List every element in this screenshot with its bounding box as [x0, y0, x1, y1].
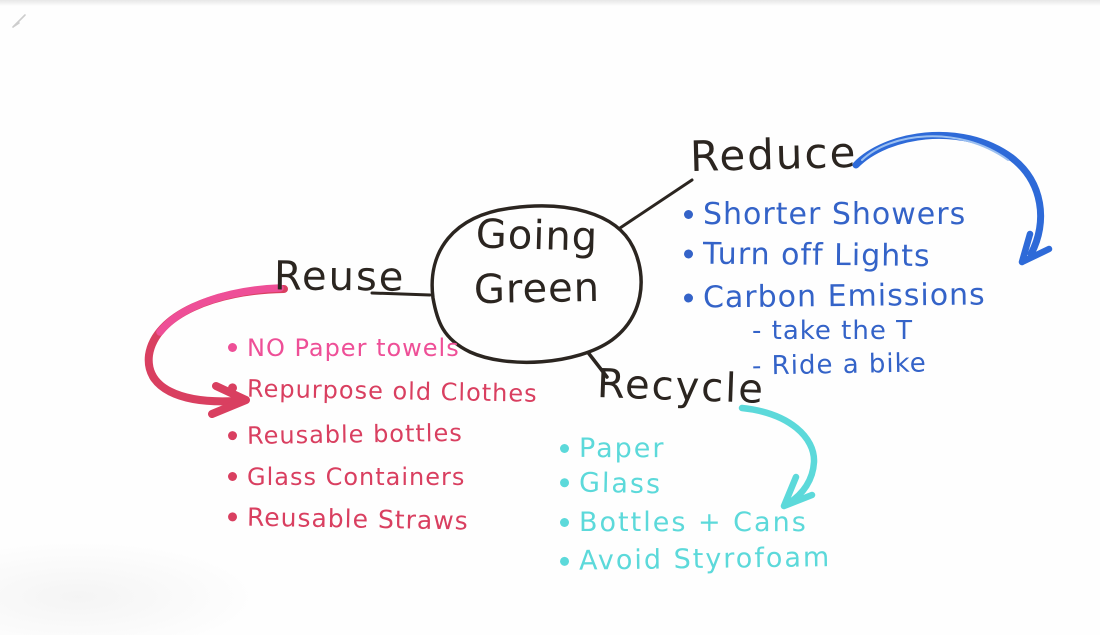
- bullet-icon: [227, 383, 238, 393]
- list-item-label: Reusable bottles: [246, 418, 463, 450]
- list-item-label: Reusable Straws: [246, 502, 469, 536]
- curved-arrow-reuse-icon: [144, 284, 288, 418]
- list-item: Shorter Showers: [684, 194, 986, 235]
- list-item: Avoid Styrofoam: [559, 539, 832, 580]
- connector-line-reduce: [618, 178, 694, 230]
- list-item-label: NO Paper towels: [247, 333, 460, 362]
- list-item-label: Paper: [579, 433, 666, 464]
- topic-label-reduce: Reduce: [689, 127, 858, 182]
- bullet-icon: [228, 343, 237, 352]
- list-item-label: Avoid Styrofoam: [578, 542, 832, 577]
- bullet-icon: [684, 210, 693, 219]
- center-title-line1: Going: [475, 211, 599, 261]
- topic-label-reuse: Reuse: [273, 253, 406, 301]
- curved-arrow-reduce-icon: [852, 131, 1053, 266]
- reduce-item-list: Shorter Showers Turn off Lights Carbon E…: [683, 194, 986, 318]
- list-subitem: - Ride a bike: [752, 346, 927, 383]
- bullet-icon: [227, 431, 238, 441]
- bullet-icon: [559, 478, 570, 488]
- recycle-item-list: Paper Glass Bottles + Cans Avoid Styrofo…: [559, 430, 832, 580]
- bullet-icon: [559, 556, 570, 566]
- curved-arrow-recycle-icon: [738, 404, 818, 510]
- list-item: Turn off Lights: [683, 233, 986, 277]
- bullet-icon: [683, 249, 694, 259]
- list-item: Bottles + Cans: [560, 504, 831, 541]
- reuse-item-list: NO Paper towels Repurpose old Clothes Re…: [227, 326, 538, 543]
- list-item: Glass: [559, 464, 832, 507]
- list-item-label: Turn off Lights: [702, 236, 931, 275]
- list-item-label: Glass Containers: [247, 462, 466, 491]
- bullet-icon: [560, 518, 569, 527]
- center-title-line2: Green: [473, 264, 601, 313]
- topic-label-recycle: Recycle: [596, 361, 766, 413]
- bullet-icon: [228, 472, 237, 481]
- center-node-oval: [430, 204, 643, 365]
- list-item-label: Shorter Showers: [703, 197, 967, 232]
- bullet-icon: [683, 293, 694, 303]
- list-item: Paper: [560, 430, 831, 467]
- reduce-subitem-list: - take the T - Ride a bike: [752, 314, 927, 382]
- list-item: Glass Containers: [228, 455, 538, 498]
- bullet-icon: [227, 512, 238, 522]
- list-item-label: Bottles + Cans: [579, 507, 808, 538]
- scratch-mark: [12, 14, 26, 28]
- list-item: Repurpose old Clothes: [227, 366, 538, 414]
- list-item: Reusable bottles: [227, 410, 538, 457]
- list-subitem-label: - Ride a bike: [751, 348, 928, 382]
- list-item-label: Repurpose old Clothes: [246, 374, 538, 408]
- list-item: Reusable Straws: [227, 495, 538, 543]
- bullet-icon: [560, 444, 569, 453]
- list-item-label: Carbon Emissions: [702, 277, 986, 316]
- center-node: Going Green: [462, 210, 612, 316]
- list-subitem: - take the T: [752, 314, 927, 348]
- list-subitem-label: - take the T: [752, 316, 913, 346]
- connector-line-reuse: [370, 291, 432, 297]
- list-item-label: Glass: [578, 467, 663, 501]
- list-item: NO Paper towels: [228, 326, 538, 369]
- list-item: Carbon Emissions: [683, 274, 986, 318]
